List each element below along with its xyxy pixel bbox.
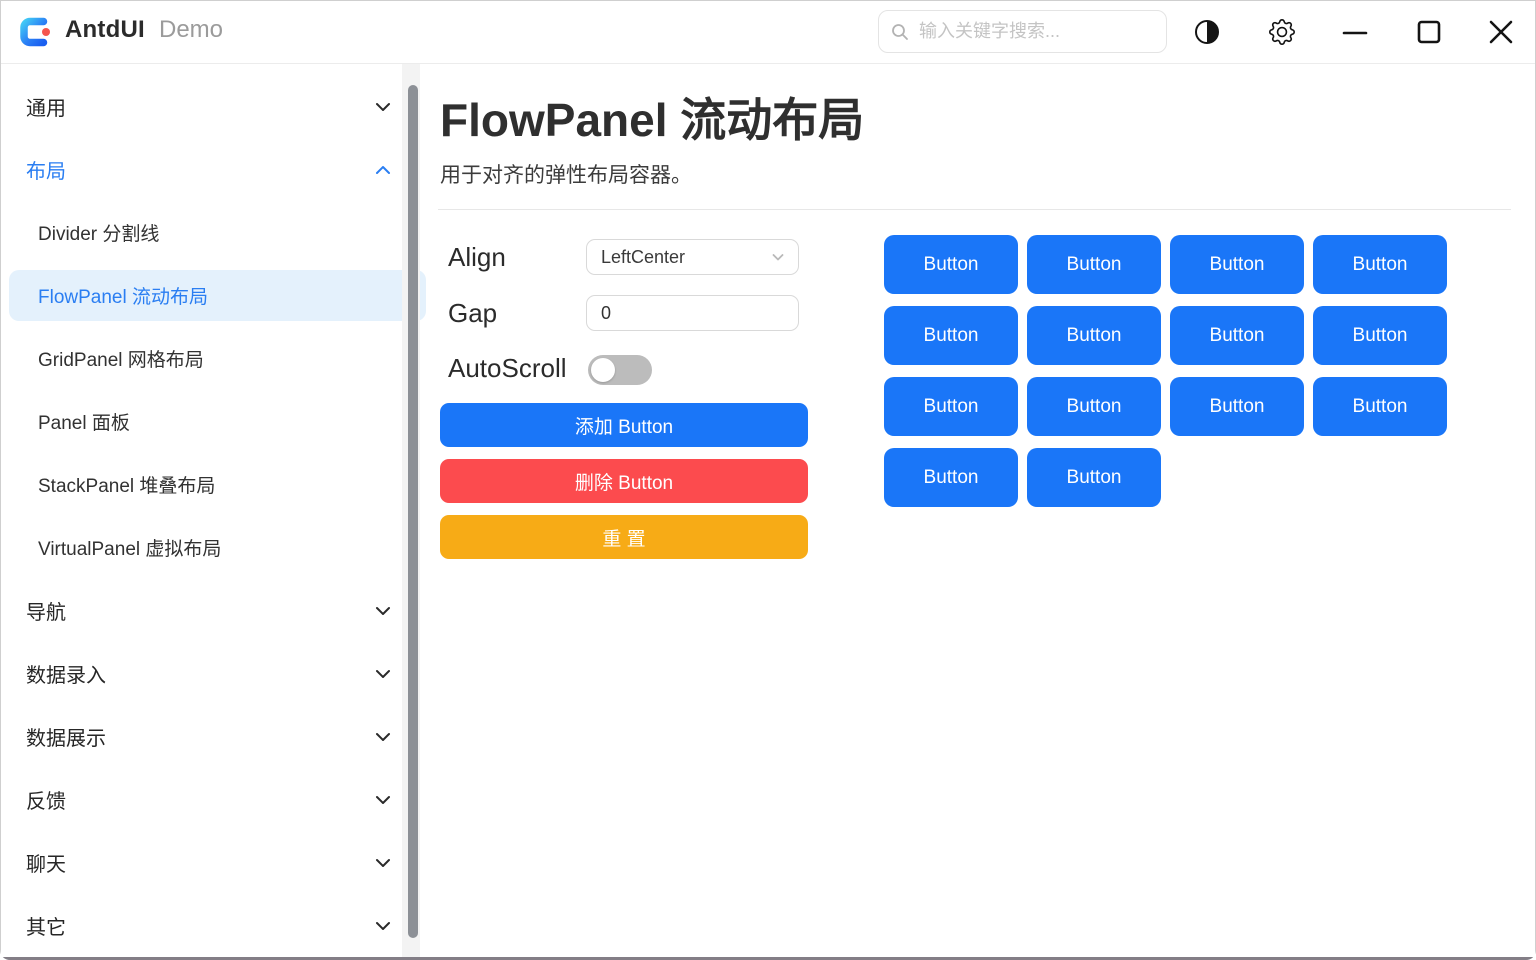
sidebar-item-label: 聊天	[26, 854, 66, 876]
flow-grid-button-9[interactable]: Button	[884, 377, 1018, 436]
sidebar-item-6[interactable]: StackPanel 堆叠布局	[1, 453, 421, 516]
reset-button[interactable]: 重 置	[440, 515, 808, 559]
sidebar-item-4[interactable]: GridPanel 网格布局	[1, 327, 421, 390]
sidebar-item-label: StackPanel 堆叠布局	[38, 476, 216, 497]
maximize-icon[interactable]	[1409, 12, 1449, 52]
title-bar: AntdUI Demo	[1, 1, 1535, 64]
sidebar-item-11[interactable]: 反馈	[1, 768, 421, 831]
chevron-icon	[376, 921, 390, 930]
flow-grid-button-6[interactable]: Button	[1027, 306, 1161, 365]
flow-grid-button-8[interactable]: Button	[1313, 306, 1447, 365]
page-subtitle: 用于对齐的弹性布局容器。	[440, 164, 692, 187]
sidebar-item-label: Divider 分割线	[38, 224, 160, 245]
sidebar-item-label: Panel 面板	[38, 413, 130, 434]
sidebar-item-10[interactable]: 数据展示	[1, 705, 421, 768]
app-subtitle: Demo	[159, 16, 224, 43]
add-button[interactable]: 添加 Button	[440, 403, 808, 447]
sidebar-item-label: 反馈	[26, 791, 66, 813]
chevron-icon	[376, 102, 390, 111]
settings-gear-icon[interactable]	[1262, 12, 1302, 52]
chevron-icon	[376, 858, 390, 867]
app-logo-icon	[20, 17, 50, 47]
divider	[438, 209, 1511, 210]
search-icon	[892, 23, 908, 40]
align-label: Align	[448, 242, 506, 272]
autoscroll-label: AutoScroll	[448, 353, 567, 383]
search-box[interactable]	[878, 10, 1167, 53]
sidebar-item-0[interactable]: 通用	[1, 75, 421, 138]
align-select[interactable]: LeftCenter	[586, 239, 799, 275]
sidebar-item-label: 通用	[26, 98, 66, 120]
minimize-icon[interactable]	[1335, 12, 1375, 52]
sidebar-item-label: VirtualPanel 虚拟布局	[38, 539, 222, 560]
chevron-icon	[376, 165, 390, 174]
flow-grid-button-13[interactable]: Button	[884, 448, 1018, 507]
sidebar-item-8[interactable]: 导航	[1, 579, 421, 642]
sidebar-item-13[interactable]: 其它	[1, 894, 421, 957]
app-title: AntdUI	[65, 16, 145, 43]
sidebar-item-label: 数据录入	[26, 665, 106, 687]
gap-input[interactable]	[586, 295, 799, 331]
flow-grid-button-5[interactable]: Button	[884, 306, 1018, 365]
sidebar-item-label: 数据展示	[26, 728, 106, 750]
chevron-icon	[376, 795, 390, 804]
delete-button[interactable]: 删除 Button	[440, 459, 808, 503]
sidebar-scrollbar-thumb[interactable]	[408, 85, 418, 938]
main-content: FlowPanel 流动布局 用于对齐的弹性布局容器。 Align LeftCe…	[438, 64, 1535, 957]
sidebar-item-label: 导航	[26, 602, 66, 624]
sidebar-item-7[interactable]: VirtualPanel 虚拟布局	[1, 516, 421, 579]
flow-grid-button-12[interactable]: Button	[1313, 377, 1447, 436]
sidebar-item-label: FlowPanel 流动布局	[38, 287, 208, 308]
sidebar-item-3[interactable]: FlowPanel 流动布局	[1, 264, 426, 327]
sidebar-item-label: 其它	[26, 917, 66, 939]
flow-grid-button-2[interactable]: Button	[1027, 235, 1161, 294]
flow-grid-button-11[interactable]: Button	[1170, 377, 1304, 436]
chevron-icon	[376, 732, 390, 741]
chevron-down-icon	[772, 254, 784, 261]
theme-contrast-icon[interactable]	[1187, 12, 1227, 52]
toggle-knob	[591, 358, 615, 382]
flow-grid-button-10[interactable]: Button	[1027, 377, 1161, 436]
gap-label: Gap	[448, 298, 498, 328]
sidebar: 通用布局 Divider 分割线 FlowPanel 流动布局 GridPanel 网…	[1, 64, 426, 957]
sidebar-item-label: 布局	[26, 161, 66, 183]
sidebar-item-12[interactable]: 聊天	[1, 831, 421, 894]
chevron-icon	[376, 606, 390, 615]
sidebar-item-5[interactable]: Panel 面板	[1, 390, 421, 453]
flow-grid-button-4[interactable]: Button	[1313, 235, 1447, 294]
flow-grid-button-3[interactable]: Button	[1170, 235, 1304, 294]
align-select-value: LeftCenter	[601, 246, 686, 267]
sidebar-nav: 通用布局 Divider 分割线 FlowPanel 流动布局 GridPanel 网…	[1, 75, 426, 957]
sidebar-item-2[interactable]: Divider 分割线	[1, 201, 421, 264]
flow-grid-button-7[interactable]: Button	[1170, 306, 1304, 365]
sidebar-item-9[interactable]: 数据录入	[1, 642, 421, 705]
flow-grid-button-1[interactable]: Button	[884, 235, 1018, 294]
close-icon[interactable]	[1481, 12, 1521, 52]
search-input[interactable]	[917, 20, 1156, 43]
flow-grid-button-14[interactable]: Button	[1027, 448, 1161, 507]
autoscroll-toggle[interactable]	[588, 355, 652, 385]
sidebar-item-1[interactable]: 布局	[1, 138, 421, 201]
page-title: FlowPanel 流动布局	[440, 94, 865, 146]
chevron-icon	[376, 669, 390, 678]
sidebar-item-label: GridPanel 网格布局	[38, 350, 204, 371]
